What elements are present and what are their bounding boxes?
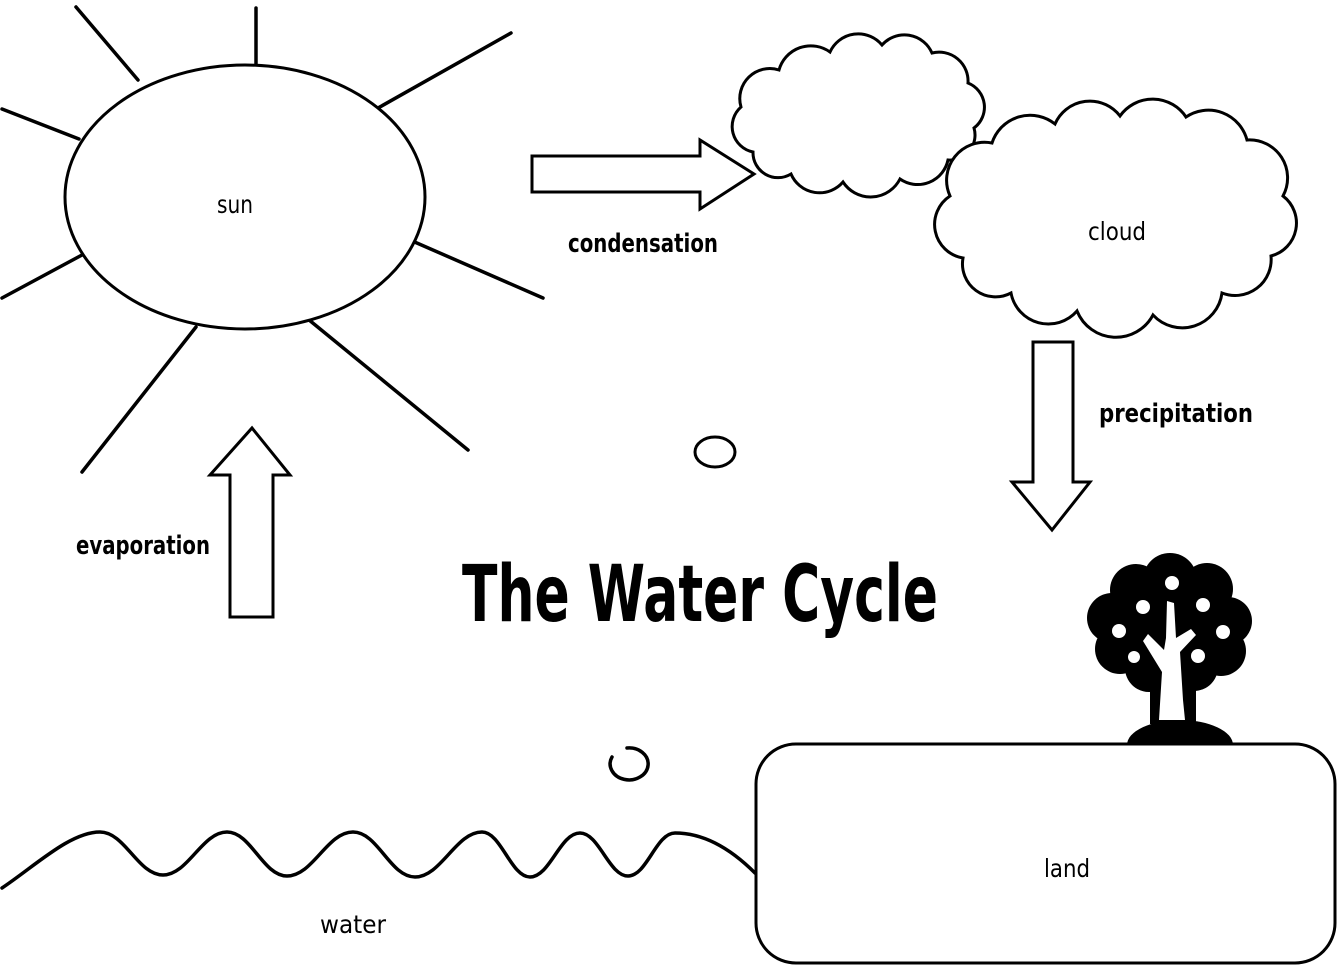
- condensation-label: condensation: [568, 229, 718, 259]
- land-shape: [754, 742, 1337, 965]
- sun-ray: [0, 107, 81, 141]
- sun-ray: [408, 238, 545, 300]
- condensation-arrow: [530, 137, 757, 212]
- cloud-shape: [933, 97, 1298, 339]
- sun-ray: [74, 5, 140, 82]
- tree-fruits: [1112, 576, 1230, 663]
- evaporation-group: evaporation: [76, 425, 294, 619]
- evaporation-label: evaporation: [76, 531, 210, 561]
- cloud-label: cloud: [1088, 217, 1146, 246]
- precipitation-label: precipitation: [1099, 399, 1253, 429]
- sun-label: sun: [217, 190, 253, 219]
- droplet-oval: [693, 435, 737, 469]
- sun-ray: [0, 253, 84, 300]
- cloud-group: cloud: [933, 97, 1298, 339]
- droplet-arc: [608, 746, 650, 782]
- tree-trunk: [1143, 601, 1196, 720]
- water-group: water: [0, 830, 757, 939]
- sun-ray: [80, 325, 198, 474]
- land-label: land: [1044, 854, 1090, 883]
- tree-mound: [1127, 720, 1233, 745]
- precipitation-group: precipitation: [1008, 340, 1253, 533]
- evaporation-arrow: [206, 425, 294, 619]
- sun-ray: [376, 31, 513, 110]
- water-label: water: [320, 910, 387, 939]
- sun-shape: [63, 63, 427, 331]
- land-group: land: [754, 742, 1337, 965]
- diagram-title: The Water Cycle: [462, 550, 938, 640]
- condensation-group: condensation: [530, 137, 757, 259]
- precipitation-arrow: [1008, 340, 1094, 533]
- small-cloud-shape: [730, 32, 986, 199]
- sun-group: sun: [0, 5, 545, 474]
- tree: [1087, 553, 1252, 745]
- water-wave-line: [0, 830, 757, 890]
- sun-ray: [301, 313, 470, 452]
